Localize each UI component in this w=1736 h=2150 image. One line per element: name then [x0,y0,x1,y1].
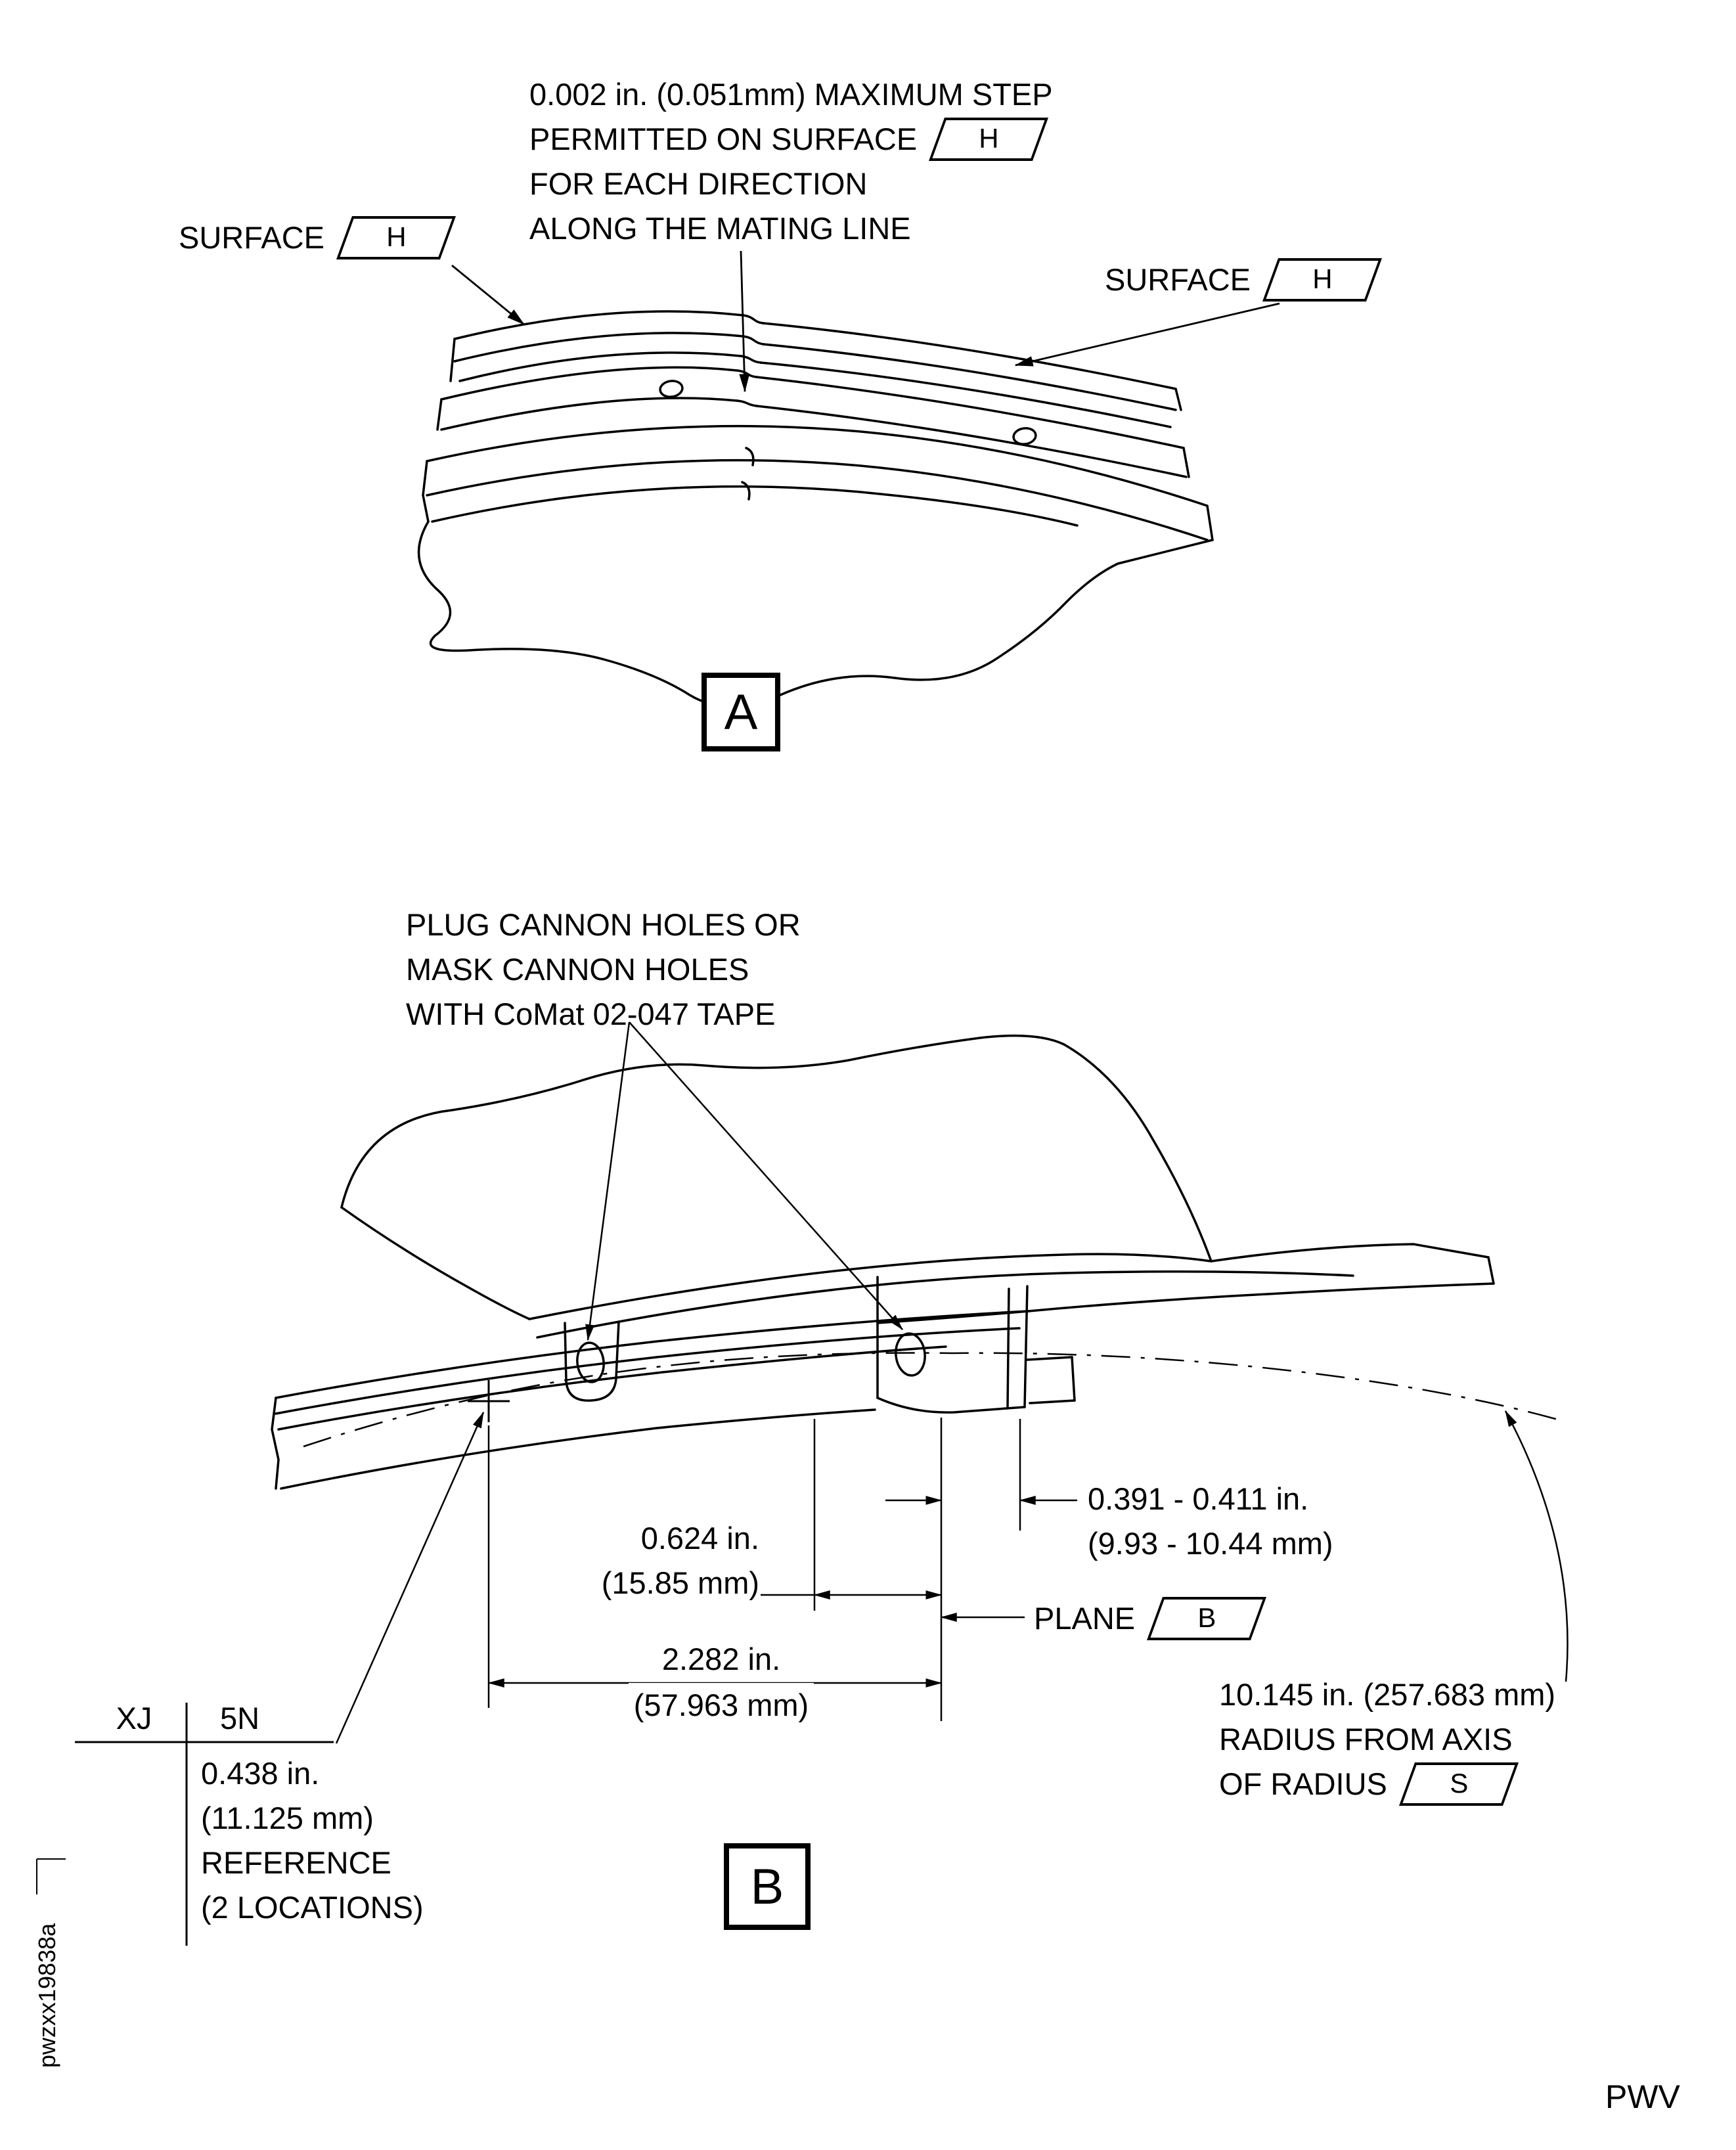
note-line: PERMITTED ON SURFACE H [529,117,1053,162]
reference-dimension-label: 0.438 in. (11.125 mm) REFERENCE (2 LOCAT… [201,1756,424,1925]
view-b-dimensions [36,1021,1569,1946]
surface-label-left: SURFACE H [179,215,456,260]
view-label-b: B [724,1843,811,1930]
view-a-leaders [451,250,1280,393]
plane-b-label: PLANE B [1034,1596,1267,1641]
zone-row-label: 5N [219,1701,260,1736]
view-b-centerline [303,1352,1565,1448]
datum-flag-h-icon: H [929,118,1049,161]
cannon-note-leader-right [629,1021,903,1330]
note-line: FOR EACH DIRECTION [529,166,868,201]
datum-flag-h-icon: H [336,216,456,259]
view-a-part-drawing [417,310,1214,707]
center-line [303,1352,1565,1448]
radius-note: 10.145 in. (257.683 mm) RADIUS FROM AXIS… [1219,1672,1555,1806]
view-b-part-drawing [271,1034,1495,1490]
dim-span-label-mm: (57.963 mm) [623,1683,820,1728]
note-line: 0.002 in. (0.051mm) MAXIMUM STEP [529,77,1053,112]
cannon-hole-left [576,1341,605,1383]
rivet-hole-left [659,380,684,398]
surface-left-leader-arrow [451,264,525,326]
break-line [340,1034,1213,1263]
brand-code: PWV [1605,2078,1680,2115]
mating-line-joggle [742,314,765,325]
rivet-hole-right [1012,427,1037,445]
cannon-note-leader-left [585,1021,631,1341]
surface-label-right: SURFACE H [1105,258,1383,302]
cannon-holes-note: PLUG CANNON HOLES OR MASK CANNON HOLES W… [406,907,801,1031]
cannon-hole-right [895,1332,926,1377]
max-step-note: 0.002 in. (0.051mm) MAXIMUM STEP PERMITT… [529,72,1053,251]
radius-arrow [1504,1410,1569,1682]
zone-column-label: XJ [116,1701,152,1736]
dim-spacing-label: 0.624 in. (15.85 mm) [601,1521,759,1600]
max-step-leader-arrow [739,250,750,393]
reference-leader-arrow [335,1411,485,1744]
drawing-number: pwzxx19838a [33,1923,60,2068]
datum-flag-h-icon: H [1262,258,1383,302]
datum-flag-s-icon: S [1398,1762,1519,1806]
view-label-a: A [701,673,780,751]
cannon-hole-tab-left [564,1320,620,1402]
surface-right-leader-arrow [1014,302,1280,367]
note-line: ALONG THE MATING LINE [529,211,911,246]
dim-span-label-in: 2.282 in. [661,1642,781,1676]
break-line [417,520,1214,707]
dim-width-label: 0.391 - 0.411 in. (9.93 - 10.44 mm) [1088,1481,1333,1561]
datum-flag-b-icon: B [1147,1597,1267,1640]
